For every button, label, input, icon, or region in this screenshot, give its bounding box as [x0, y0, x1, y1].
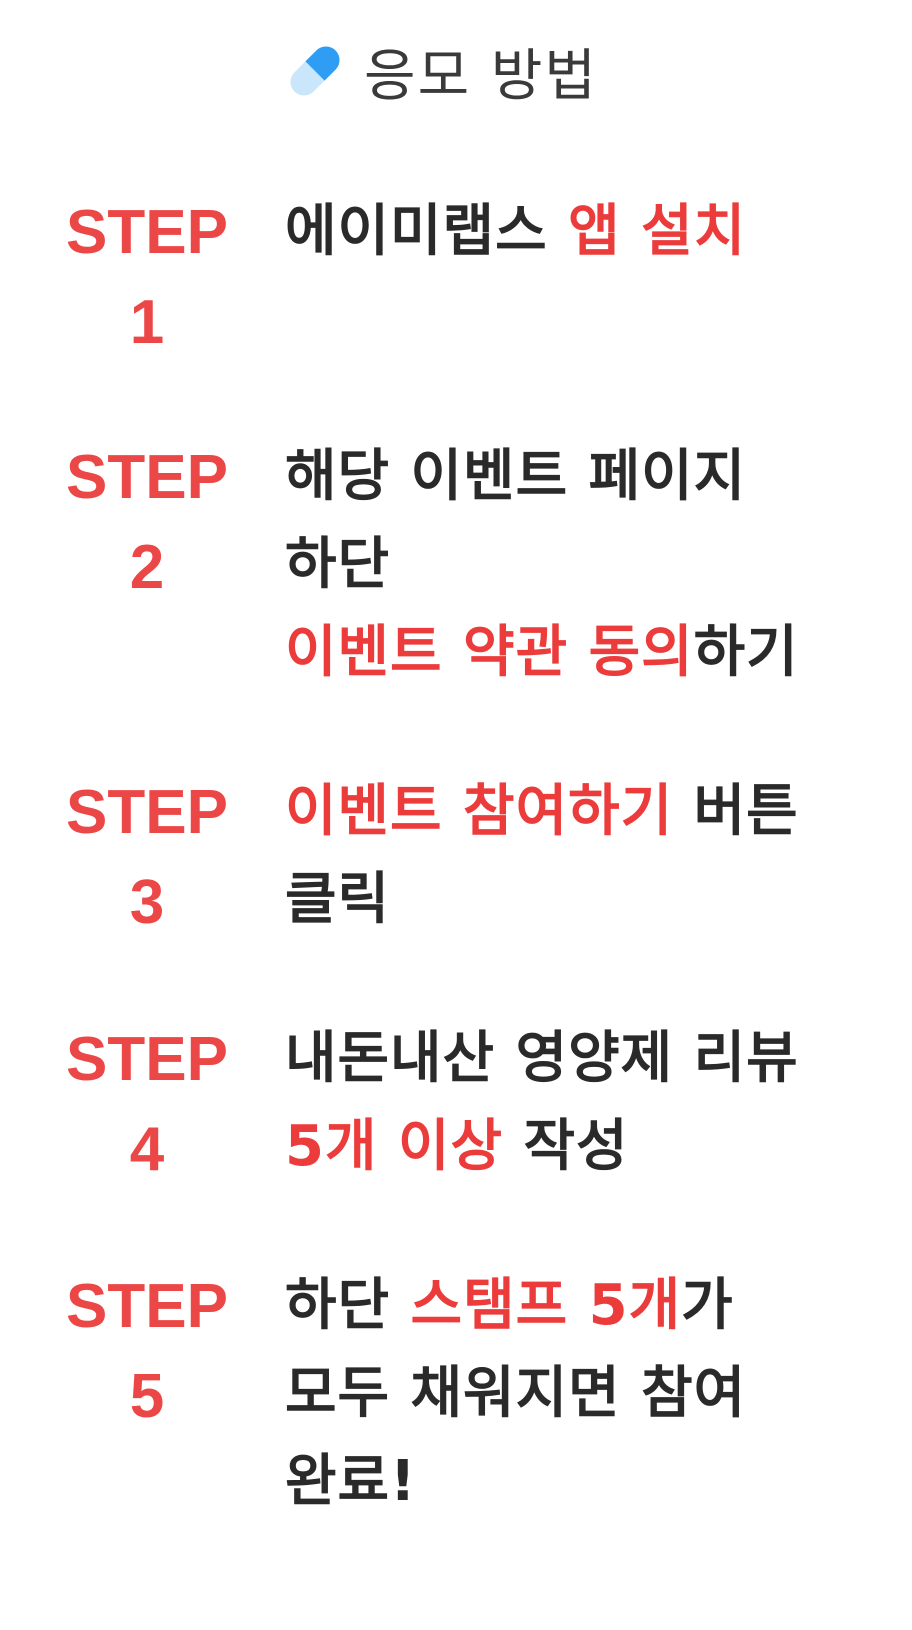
step-description: 이벤트 참여하기 버튼 클릭: [285, 768, 885, 944]
step-text-segment: 하기: [693, 620, 799, 685]
page-title: 응모 방법: [364, 43, 598, 109]
step-line: 하단: [285, 521, 885, 609]
step-label-word: STEP: [66, 1272, 228, 1341]
step-line: 내돈내산 영양제 리뷰: [285, 1015, 885, 1103]
step-description: 내돈내산 영양제 리뷰 5개 이상 작성: [285, 1015, 885, 1191]
step-text-segment: 내돈내산 영양제 리뷰: [285, 1026, 799, 1091]
step-line: 클릭: [285, 856, 885, 944]
step-text-segment: 클릭: [285, 867, 391, 932]
step-text-highlight: 스탬프 5개: [410, 1273, 682, 1338]
step-text-segment: 모두 채워지면 참여: [285, 1361, 747, 1426]
step-label-word: STEP: [66, 443, 228, 512]
step-text-highlight: 5개 이상: [285, 1114, 504, 1179]
step-line: 해당 이벤트 페이지: [285, 433, 885, 521]
step-label-number: 4: [129, 1115, 165, 1184]
step-label: STEP 4: [62, 1015, 232, 1195]
step-text-segment: 버튼: [673, 779, 799, 844]
step-label: STEP 3: [62, 768, 232, 948]
step-line: 하단 스탬프 5개가: [285, 1262, 885, 1350]
step-line: 5개 이상 작성: [285, 1103, 885, 1191]
step-description: 하단 스탬프 5개가 모두 채워지면 참여 완료!: [285, 1262, 885, 1526]
step-line: 이벤트 약관 동의하기: [285, 609, 885, 697]
step-text-segment: 에이미랩스: [285, 199, 569, 264]
step-label-number: 3: [129, 868, 165, 937]
step-label-number: 2: [129, 533, 165, 602]
step-label-number: 5: [129, 1362, 165, 1431]
step-text-segment: 작성: [503, 1114, 629, 1179]
step-description: 에이미랩스 앱 설치: [285, 188, 885, 276]
step-text-highlight: 앱 설치: [568, 199, 747, 264]
step-text-segment: 하단: [285, 532, 391, 597]
step-label-word: STEP: [66, 1025, 228, 1094]
step-text-segment: 하단: [285, 1273, 411, 1338]
step-line: 에이미랩스 앱 설치: [285, 188, 885, 276]
step-text-segment: 가: [681, 1273, 734, 1338]
step-line: 완료!: [285, 1438, 885, 1526]
step-text-segment: 해당 이벤트 페이지: [285, 444, 747, 509]
step-line: 이벤트 참여하기 버튼: [285, 768, 885, 856]
step-description: 해당 이벤트 페이지 하단 이벤트 약관 동의하기: [285, 433, 885, 697]
step-label-number: 1: [129, 288, 165, 357]
step-label: STEP 2: [62, 433, 232, 613]
step-text-highlight: 이벤트 참여하기: [285, 779, 674, 844]
pill-icon: [290, 46, 340, 96]
step-label-word: STEP: [66, 198, 228, 267]
section-header: 응모 방법: [0, 36, 912, 109]
step-text-highlight: 이벤트 약관 동의: [285, 620, 694, 685]
step-text-segment: 완료!: [285, 1449, 417, 1514]
step-label: STEP 5: [62, 1262, 232, 1442]
step-label: STEP 1: [62, 188, 232, 368]
step-line: 모두 채워지면 참여: [285, 1350, 885, 1438]
step-label-word: STEP: [66, 778, 228, 847]
